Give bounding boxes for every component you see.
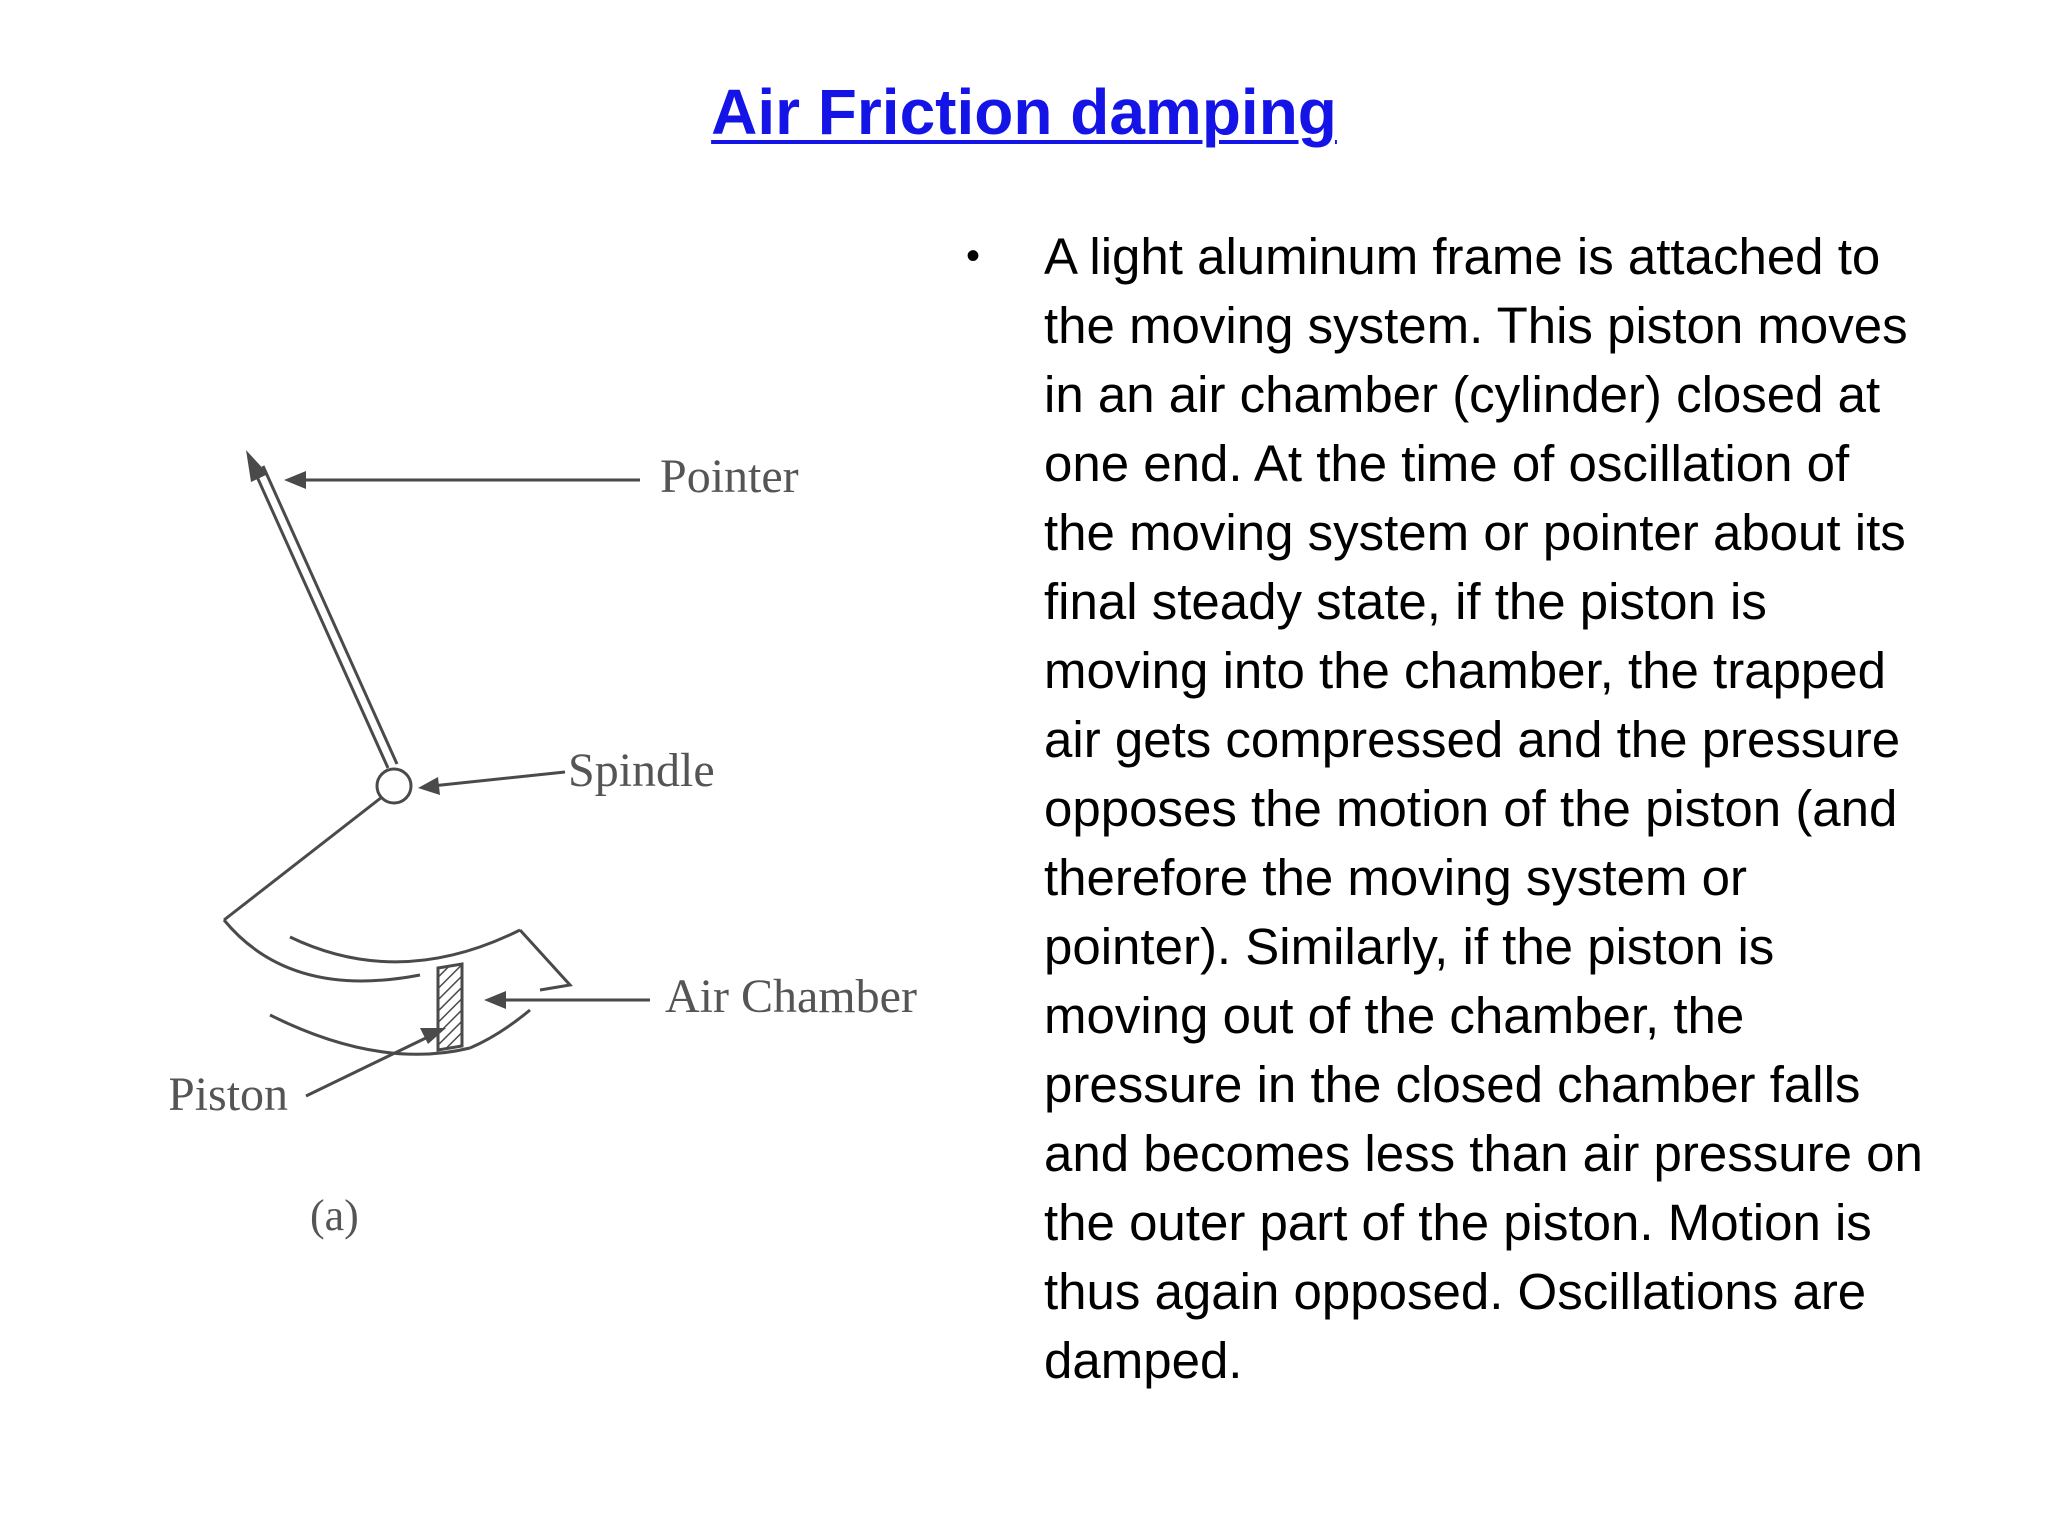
pointer-arm bbox=[246, 450, 399, 769]
diagram-canvas: Pointer Spindle Air Chamber Piston (a) bbox=[170, 450, 917, 1240]
air-chamber-label: Air Chamber bbox=[665, 970, 917, 1023]
bullet-item: • A light aluminum frame is attached to … bbox=[960, 222, 2040, 1395]
air-friction-damping-diagram: Pointer Spindle Air Chamber Piston (a) bbox=[170, 420, 970, 1536]
bullet-list: • A light aluminum frame is attached to … bbox=[960, 222, 2040, 1395]
pointer-arrowhead bbox=[246, 450, 268, 482]
spindle-label: Spindle bbox=[568, 744, 715, 797]
spindle-circle bbox=[375, 767, 413, 805]
pointer-label: Pointer bbox=[660, 450, 799, 503]
frame-arm bbox=[223, 795, 383, 922]
frame-outer-arc bbox=[222, 919, 421, 983]
figure-caption: (a) bbox=[310, 1191, 359, 1240]
pointer-leader-arrow bbox=[284, 471, 640, 489]
piston-label: Piston bbox=[170, 1068, 288, 1121]
chamber-upper-wall bbox=[289, 928, 521, 964]
spindle-leader-arrow bbox=[418, 770, 566, 795]
chamber-lower-wall bbox=[269, 1013, 471, 1056]
piston-block bbox=[436, 962, 464, 1052]
slide-title: Air Friction damping bbox=[711, 76, 1337, 148]
bullet-paragraph: A light aluminum frame is attached to th… bbox=[1044, 228, 1923, 1389]
bullet-symbol: • bbox=[966, 234, 981, 278]
air-chamber-leader-arrow bbox=[484, 991, 650, 1009]
piston-leader-arrow bbox=[305, 1028, 446, 1098]
chamber-closed-end bbox=[518, 928, 573, 992]
